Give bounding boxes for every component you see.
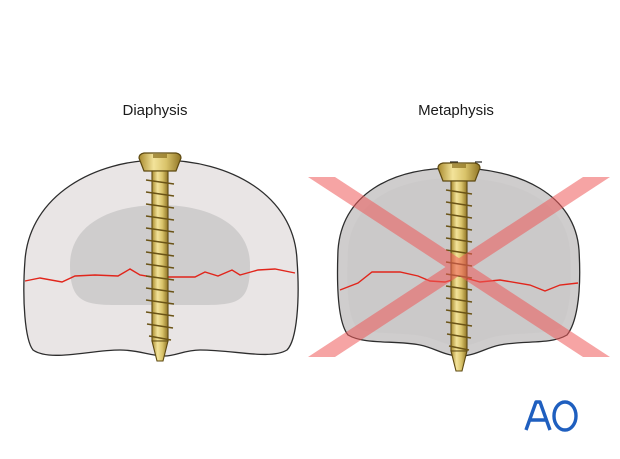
lag-screw-icon <box>138 152 182 362</box>
metaphysis-label: Metaphysis <box>418 102 494 119</box>
prohibited-cross-icon <box>308 177 610 357</box>
diaphysis-label: Diaphysis <box>122 102 188 119</box>
ao-logo-icon <box>524 400 578 432</box>
